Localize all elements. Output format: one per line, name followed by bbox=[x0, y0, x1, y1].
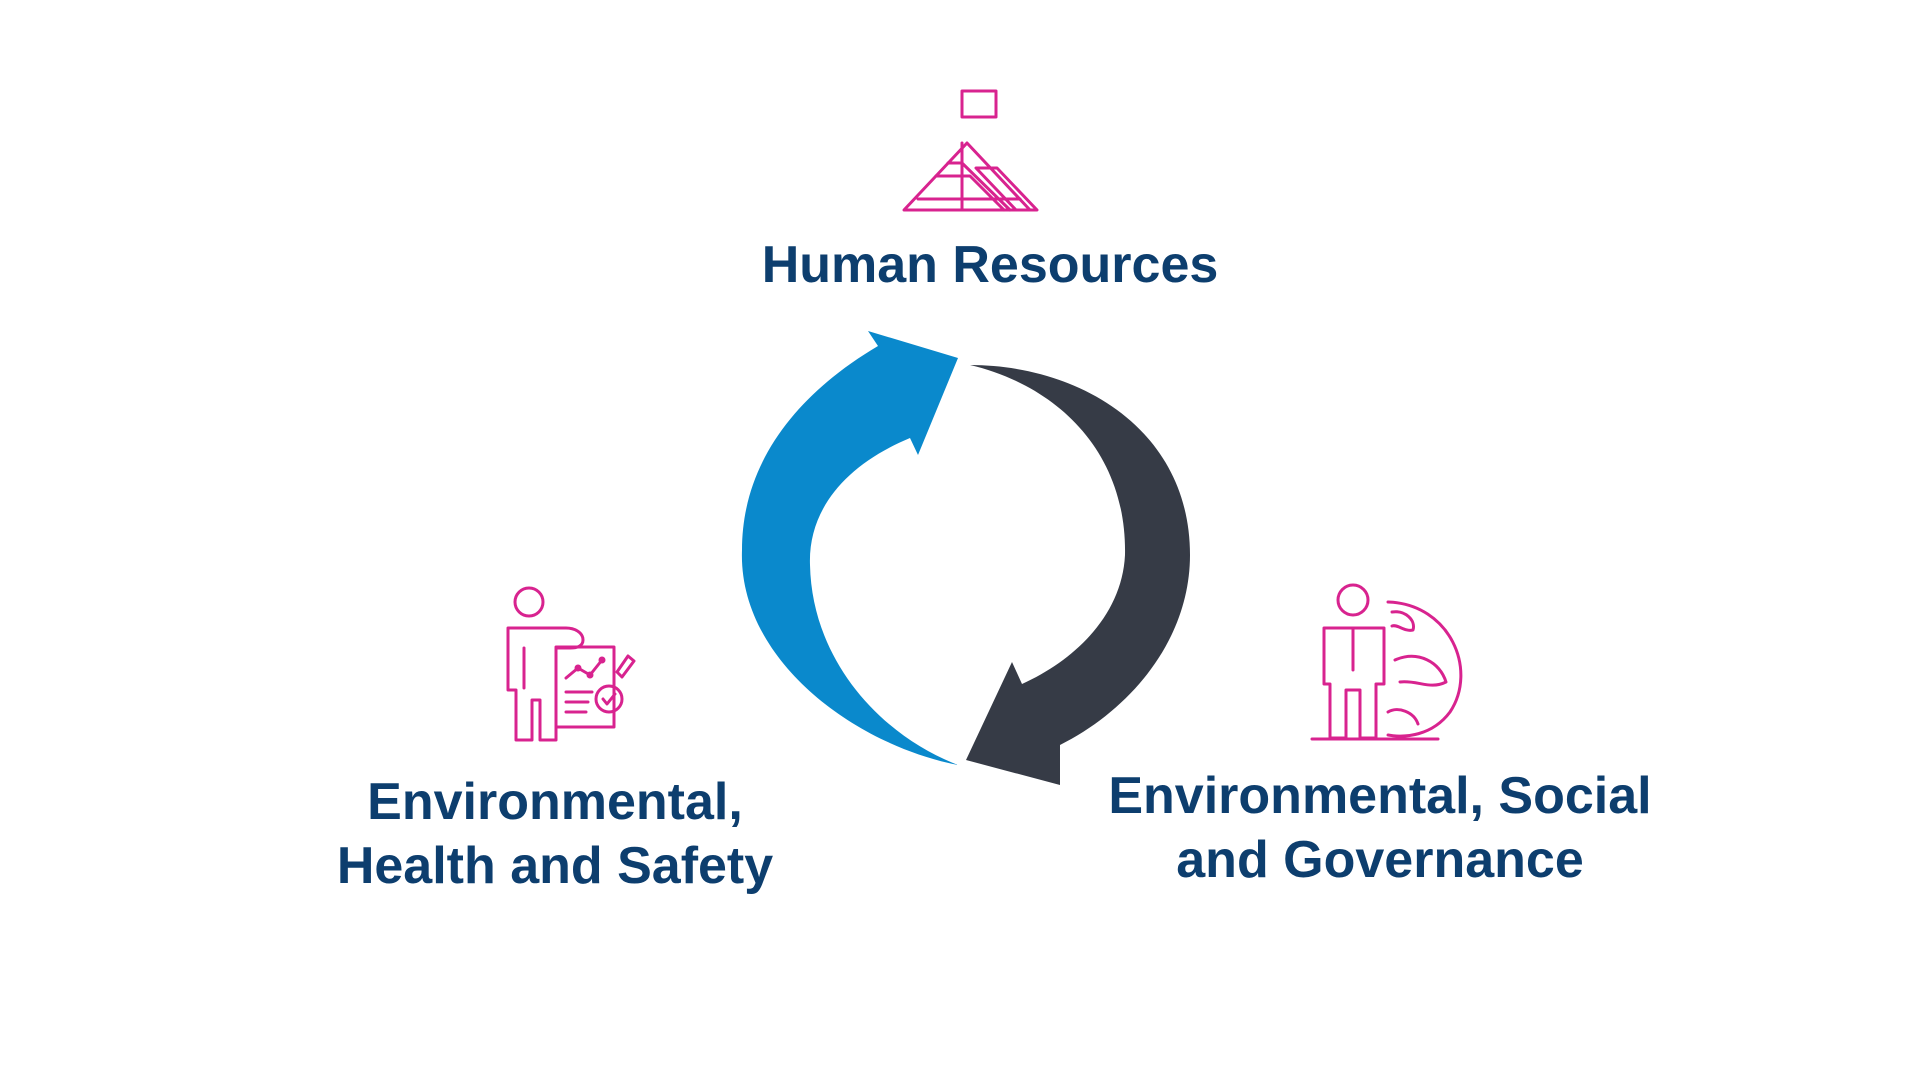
node-label-esg: Environmental, Social and Governance bbox=[1080, 764, 1680, 892]
node-label-line: and Governance bbox=[1176, 831, 1584, 889]
cycle-arrow-dark bbox=[966, 365, 1190, 785]
node-label-human-resources: Human Resources bbox=[710, 233, 1270, 297]
cycle-arrow-blue bbox=[741, 331, 958, 765]
node-label-line: Human Resources bbox=[761, 236, 1219, 294]
presenter-report-icon bbox=[506, 586, 636, 742]
mountain-flag-icon bbox=[902, 89, 1039, 212]
person-globe-icon bbox=[1310, 583, 1463, 741]
node-label-line: Environmental, bbox=[367, 773, 743, 831]
node-label-line: Health and Safety bbox=[336, 837, 774, 895]
node-label-line: Environmental, Social bbox=[1108, 767, 1652, 825]
node-label-ehs: Environmental, Health and Safety bbox=[285, 770, 825, 898]
